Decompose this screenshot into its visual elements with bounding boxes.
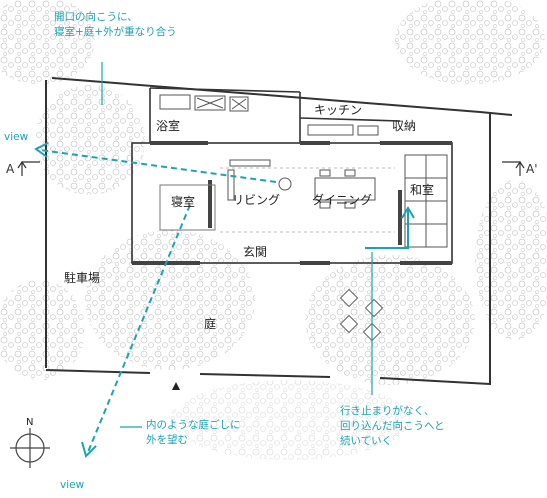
annotation-bottom-right-line2: 回り込んだ向こうへと	[340, 420, 445, 433]
annotation-bottom-mid: 内のような庭ごしに 外を望む	[146, 418, 241, 448]
tree-right	[475, 180, 547, 340]
tree-garden-right	[305, 255, 475, 385]
annotation-top-line1: 開口の向こうに、	[54, 11, 138, 23]
section-mark-left	[17, 160, 40, 176]
section-label-left: A	[6, 162, 15, 176]
circulation-dashes	[220, 167, 395, 233]
view-arrow-top-head	[34, 142, 49, 158]
living-furniture	[227, 159, 292, 201]
tree-bottom-left	[0, 280, 85, 380]
view-arrow-bottom-head	[81, 441, 97, 458]
wall-segments	[132, 141, 452, 265]
section-mark-right	[502, 160, 525, 176]
flow-arrow-head	[401, 206, 415, 219]
kitchen-counter	[307, 124, 379, 136]
japanese-room-label: 和室	[410, 183, 435, 197]
bathroom-label: 浴室	[156, 119, 181, 133]
bedroom-label: 寝室	[171, 195, 196, 209]
compass-north-label: N	[26, 417, 34, 428]
view-label-bottom: view	[60, 479, 85, 491]
dining-table	[314, 169, 376, 209]
kitchen-label: キッチン	[314, 103, 363, 117]
tree-bottom	[170, 380, 410, 460]
bed	[159, 184, 216, 231]
building-walls	[131, 87, 453, 264]
tatami-grid	[404, 154, 448, 248]
tree-top-left	[0, 0, 95, 85]
annotation-bottom-mid-line1: 内のような庭ごしに	[146, 419, 241, 431]
annotation-bottom-right-line3: 続いていく	[340, 435, 393, 448]
site-boundary	[45, 77, 513, 385]
annotation-bottom-right-line1: 行き止まりがなく、	[340, 405, 435, 417]
flow-arrow	[365, 210, 409, 249]
living-label: リビング	[232, 193, 281, 207]
stepping-stones	[339, 288, 384, 342]
parking-label: 駐車場	[64, 271, 101, 285]
annotation-bottom-right: 行き止まりがなく、 回り込んだ向こうへと 続いていく	[340, 404, 444, 450]
tree-left-upper	[35, 85, 145, 195]
dining-label: ダイニング	[312, 193, 373, 207]
storage-label: 収納	[392, 119, 417, 133]
tree-top-right	[395, 0, 545, 85]
view-arrow-bottom	[87, 204, 191, 453]
tree-garden-left	[85, 230, 255, 370]
trees	[0, 0, 547, 460]
view-lines	[34, 62, 415, 458]
annotation-bottom-mid-line2: 外を望む	[146, 434, 188, 447]
annotation-top-line2: 寝室+庭+外が重なり合う	[54, 26, 177, 39]
section-label-right: A'	[526, 162, 538, 176]
compass	[10, 428, 50, 468]
view-label-top: view	[4, 131, 29, 143]
entrance-label: 玄関	[243, 245, 268, 259]
bath-fixtures	[159, 94, 249, 112]
garden-label: 庭	[204, 317, 217, 331]
entry-marker	[172, 382, 180, 390]
annotation-top: 開口の向こうに、 寝室+庭+外が重なり合う	[54, 10, 177, 40]
